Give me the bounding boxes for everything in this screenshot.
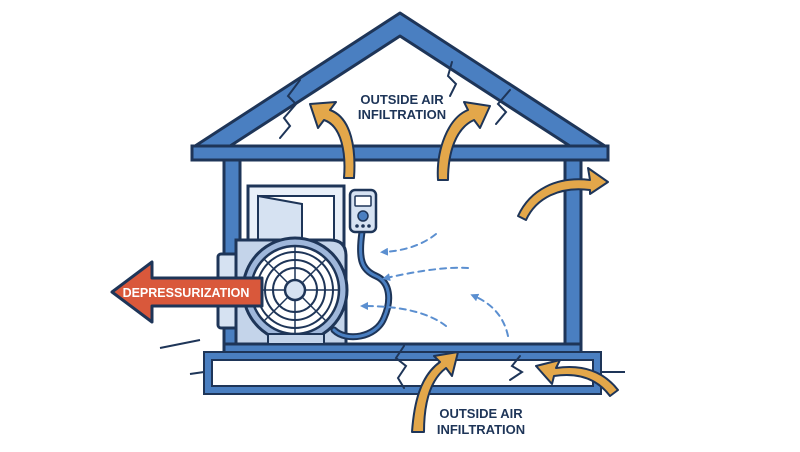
- outside-air-top-line1: OUTSIDE AIR: [360, 92, 444, 107]
- outside-air-top-line2: INFILTRATION: [358, 107, 446, 122]
- interior-airflow-arrows: [360, 233, 509, 337]
- crack-icon: [279, 61, 524, 389]
- outside-air-bottom-line1: OUTSIDE AIR: [439, 406, 523, 421]
- manometer-gauge-icon: [330, 188, 393, 341]
- depressurization-arrow: DEPRESSURIZATION: [110, 260, 264, 324]
- outside-air-bottom-line2: INFILTRATION: [437, 422, 525, 437]
- outside-air-top-label: OUTSIDE AIR INFILTRATION: [358, 92, 446, 122]
- outside-air-bottom-label: OUTSIDE AIR INFILTRATION: [437, 406, 525, 437]
- house-structure: [159, 11, 625, 395]
- roof: [190, 11, 610, 161]
- infiltration-arrows: [309, 101, 619, 433]
- ceiling-beam: [190, 144, 610, 162]
- depressurization-label: DEPRESSURIZATION: [123, 286, 250, 300]
